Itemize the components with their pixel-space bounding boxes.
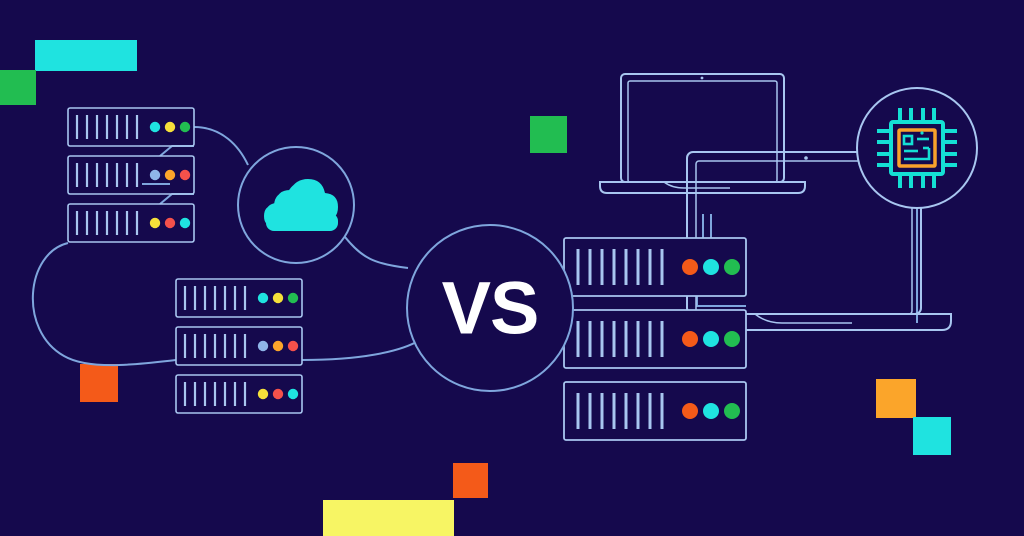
laptop-back-notch (663, 181, 730, 189)
connector-cloud-to-vs (344, 236, 409, 269)
server-led (703, 403, 719, 419)
cloud-icon-body (266, 179, 338, 221)
server-led (287, 292, 299, 304)
server-led (149, 217, 161, 229)
server-led (724, 259, 740, 275)
server-unit-1 (67, 107, 195, 147)
laptop-back-base (599, 181, 806, 194)
server-led (703, 331, 719, 347)
vs-badge[interactable]: VS (406, 224, 574, 392)
deco-yellow-bar-bottom (323, 500, 454, 536)
laptop-back-camera-icon (700, 76, 704, 80)
server-led (149, 121, 161, 133)
connector-right-rack-step (696, 296, 746, 307)
server-unit-5 (175, 326, 303, 366)
cloud-icon-base (266, 213, 338, 231)
server-led (682, 259, 698, 275)
deco-cyan-bar-top-left (35, 40, 137, 71)
server-led (272, 292, 284, 304)
server-led (179, 169, 191, 181)
server-led (287, 388, 299, 400)
server-stack-right (563, 237, 747, 441)
server-unit-2 (67, 155, 195, 195)
laptop-back (599, 73, 806, 194)
server-led (149, 169, 161, 181)
vs-label: VS (442, 267, 539, 350)
server-led (703, 259, 719, 275)
server-unit-6 (175, 374, 303, 414)
server-led (257, 292, 269, 304)
laptop-front-camera-icon (804, 156, 808, 160)
chip-badge-ring (856, 87, 978, 209)
server-unit-9 (563, 381, 747, 441)
cpu-chip-icon (877, 108, 957, 188)
cloud-badge (237, 146, 355, 264)
server-led (164, 217, 176, 229)
laptop-front-notch (754, 313, 852, 324)
connector-lower-left-out (301, 339, 421, 361)
server-led (682, 403, 698, 419)
server-led (164, 169, 176, 181)
server-led (179, 217, 191, 229)
server-stack-upper-left (67, 107, 195, 243)
server-led (287, 340, 299, 352)
connector-big-left-loop (32, 242, 177, 367)
server-led (164, 121, 176, 133)
server-unit-4 (175, 278, 303, 318)
server-stack-lower-left (175, 278, 303, 414)
cpu-chip-core-icon (897, 128, 937, 168)
deco-cyan-square-right (913, 417, 951, 455)
server-led (257, 388, 269, 400)
server-led (682, 331, 698, 347)
server-led (724, 331, 740, 347)
deco-orange-square-bottom (453, 463, 488, 498)
server-led (179, 121, 191, 133)
server-led (272, 388, 284, 400)
server-led (272, 340, 284, 352)
vs-badge-ring (406, 224, 574, 392)
connector-top-right-curve (193, 126, 249, 166)
server-unit-7 (563, 237, 747, 297)
server-unit-8 (563, 309, 747, 369)
server-unit-3 (67, 203, 195, 243)
deco-green-square-top-left (0, 70, 36, 105)
deco-amber-square-right (876, 379, 916, 418)
server-led (724, 403, 740, 419)
chip-badge (856, 87, 978, 209)
server-led (257, 340, 269, 352)
deco-green-square-middle (530, 116, 567, 153)
deco-orange-square-left (80, 364, 118, 402)
